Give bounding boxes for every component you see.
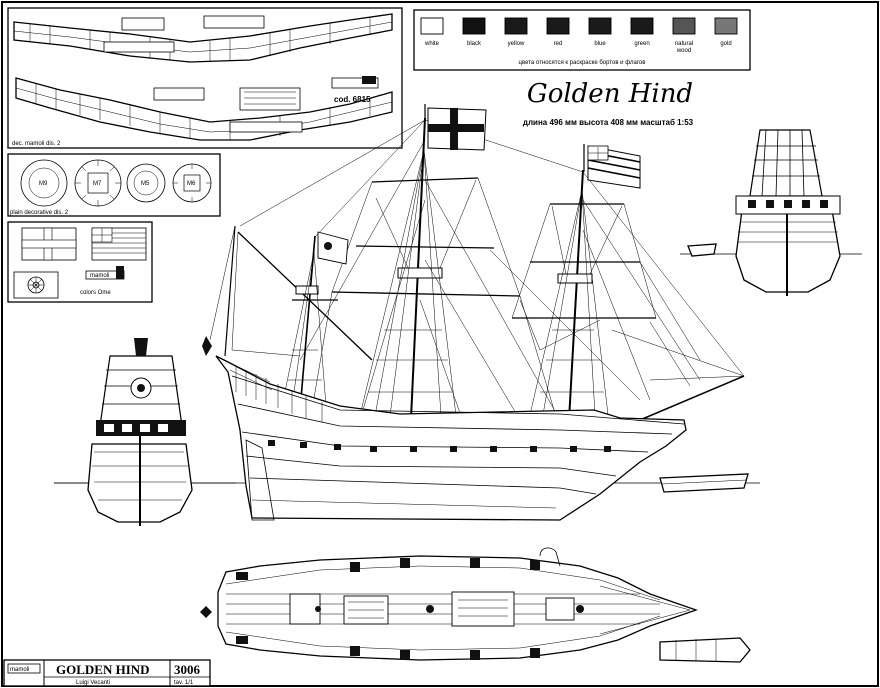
legend-swatch-3: red [546,17,570,47]
swatch-box [714,17,738,35]
swatch-box [420,17,444,35]
deadeye-label: M6 [187,181,196,187]
deadeye-2: M7 [74,159,122,207]
swatch-box [630,17,654,35]
swatch-label: white [424,41,440,47]
flags-panel: mamoli colors Ome [7,221,153,303]
title-block-sheet: tav. 1/1 [174,680,194,686]
swatch-box [588,17,612,35]
deadeye-1: M9 [20,159,68,207]
swatch-label: black [467,41,482,47]
side-elevation [54,104,760,521]
swatch-box [462,17,486,35]
legend-swatch-0: white [420,17,444,47]
swatch-label: red [554,41,563,47]
swatch-label: green [634,41,649,47]
title-block: mamoli GOLDEN HIND 3006 Luigi Vecanti ta… [3,659,211,687]
legend-swatch-5: green [630,17,654,47]
deck-plan [200,547,751,663]
legend-swatch-4: blue [588,17,612,47]
parts-caption: dec. mamoli dis. 2 [12,141,61,147]
legend-swatch-2: yellow [504,17,528,47]
tudor-striped-flag-icon [91,227,147,261]
mamoli-logo-icon: mamoli [85,266,125,280]
rose-emblem-icon [13,271,59,299]
title-block-name: GOLDEN HIND [56,662,150,677]
swatch-label: yellow [508,41,525,47]
deadeye-label: M9 [39,181,48,187]
swatch-label: natural [675,41,693,47]
main-flag-icon [424,104,487,151]
deadeye-label: M5 [141,181,150,187]
swatch-box [672,17,696,35]
flags-caption: colors Ome [80,290,111,296]
stern-boat [687,243,717,257]
deadeyes-caption: plain decorative dis. 2 [10,210,69,216]
swatch-box [546,17,570,35]
deadeye-label: M7 [93,181,102,187]
deadeye-4: M6 [172,163,212,203]
ship-specs: длина 496 мм высота 408 мм масштаб 1:53 [523,118,694,127]
hull-parts-panel: cod. 6815 dec. mamoli dis. 2 [7,7,403,149]
swatch-label: blue [594,41,606,47]
title-block-number: 3006 [174,662,201,677]
legend-note: цвета относятся к раскраске бортов и фла… [519,60,646,66]
legend-swatch-1: black [462,17,486,47]
ship-title: Golden Hind [527,79,693,109]
deadeye-3: M5 [126,163,166,203]
parts-code: cod. 6815 [334,95,371,104]
side-boat [659,473,749,493]
legend-swatch-7: gold [714,17,738,47]
title-block-designer: Luigi Vecanti [76,680,110,686]
bow-view [54,338,236,526]
swatch-label: wood [676,48,691,54]
svg-text:mamoli: mamoli [90,273,109,279]
swatch-box [504,17,528,35]
swatch-label: gold [720,41,731,47]
deadeyes-panel: M9 M7 M5 M6 plain decorative dis. 2 [7,153,221,217]
fore-flag-icon [583,144,641,189]
mizzen-flag-icon [317,231,349,265]
deck-boat [659,637,751,663]
title-block-brand: mamoli [10,667,29,673]
stern-view [680,129,862,296]
st-george-flag-icon [21,227,77,261]
